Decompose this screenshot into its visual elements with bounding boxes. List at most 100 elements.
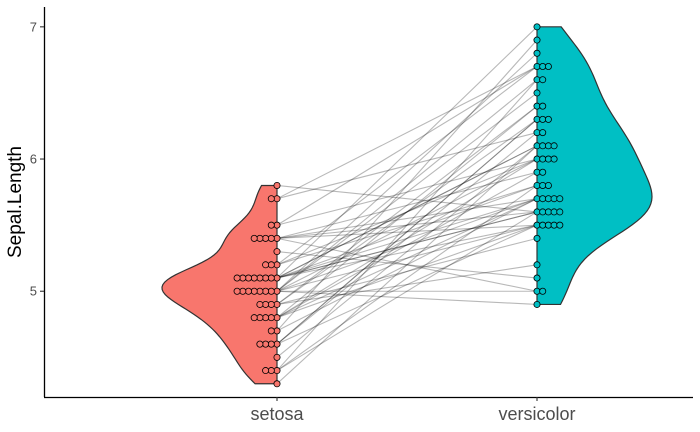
dot-versicolor [533,261,541,269]
dot-versicolor [539,155,547,163]
dot-versicolor [539,76,547,84]
dot-setosa [233,287,241,295]
pair-line [276,224,538,239]
dot-setosa [262,234,270,242]
dot-setosa [273,234,281,242]
dot-setosa [262,274,270,282]
dot-setosa [262,300,270,308]
dot-versicolor [533,142,541,150]
pair-line [276,158,538,292]
dot-setosa [244,274,252,282]
dot-setosa [239,274,247,282]
pair-line [276,52,538,292]
dot-versicolor [533,208,541,216]
dot-setosa [273,367,281,375]
dot-setosa [256,234,264,242]
x-tick-label: versicolor [498,404,575,424]
dot-versicolor [544,181,552,189]
pair-line [276,251,538,279]
dot-versicolor [556,221,564,229]
pair-line [276,211,538,279]
pair-line [276,145,538,385]
pair-line [276,224,538,319]
dot-versicolor [533,49,541,57]
dot-setosa [267,261,275,269]
x-tick-label: setosa [250,404,304,424]
dot-setosa [273,327,281,335]
dot-versicolor [556,195,564,203]
dot-setosa [233,274,241,282]
pair-line [276,198,538,279]
pair-line [276,158,538,319]
dot-versicolor [550,221,558,229]
dot-setosa [256,314,264,322]
dot-versicolor [533,221,541,229]
pair-line [276,79,538,292]
pair-line [276,39,538,332]
dot-setosa [267,340,275,348]
violin-setosa [161,184,278,385]
pair-line [276,66,538,226]
dot-versicolor [539,62,547,70]
dot-setosa [256,274,264,282]
dot-versicolor [533,287,541,295]
pair-line [276,132,538,345]
dot-setosa [250,287,258,295]
pair-line [276,118,538,345]
dot-setosa [273,300,281,308]
dot-versicolor [539,195,547,203]
pair-line [276,158,538,266]
pair-line [276,184,538,266]
dot-versicolor [539,129,547,137]
pair-line [276,145,538,279]
dot-setosa [262,314,270,322]
pair-line [276,211,538,279]
dot-setosa [267,234,275,242]
pair-line [276,132,538,200]
y-tick-label: 5 [30,284,37,299]
dot-versicolor [539,142,547,150]
dot-setosa [239,287,247,295]
pair-line [276,118,538,305]
pair-line [276,184,538,213]
dot-versicolor [550,155,558,163]
pair-line [276,198,538,332]
dot-versicolor [539,115,547,123]
dot-setosa [250,314,258,322]
dot-setosa [256,287,264,295]
pair-line [276,145,538,279]
dot-setosa [262,340,270,348]
dot-setosa [273,261,281,269]
pair-line [276,26,538,279]
dot-setosa [267,287,275,295]
pair-line [276,171,538,239]
dot-setosa [244,287,252,295]
dot-versicolor [544,195,552,203]
dot-versicolor [539,168,547,176]
dot-setosa [250,274,258,282]
pair-line [276,198,538,239]
dot-setosa [273,287,281,295]
dot-setosa [262,367,270,375]
y-tick-label: 6 [30,152,37,167]
dot-versicolor [550,142,558,150]
dot-setosa [262,287,270,295]
pair-line [276,184,538,279]
pair-line [276,105,538,305]
dot-setosa [273,340,281,348]
pair-line [276,171,538,319]
dot-setosa [267,314,275,322]
pair-line [276,198,538,319]
dot-setosa [273,181,281,189]
dot-versicolor [533,168,541,176]
dot-setosa [273,353,281,361]
dot-versicolor [533,36,541,44]
pair-line [276,65,538,200]
pair-line [276,237,538,292]
pair-line [276,290,538,306]
y-axis-title: Sepal.Length [5,146,26,258]
dot-setosa [262,261,270,269]
dot-versicolor [533,62,541,70]
dot-setosa [250,234,258,242]
